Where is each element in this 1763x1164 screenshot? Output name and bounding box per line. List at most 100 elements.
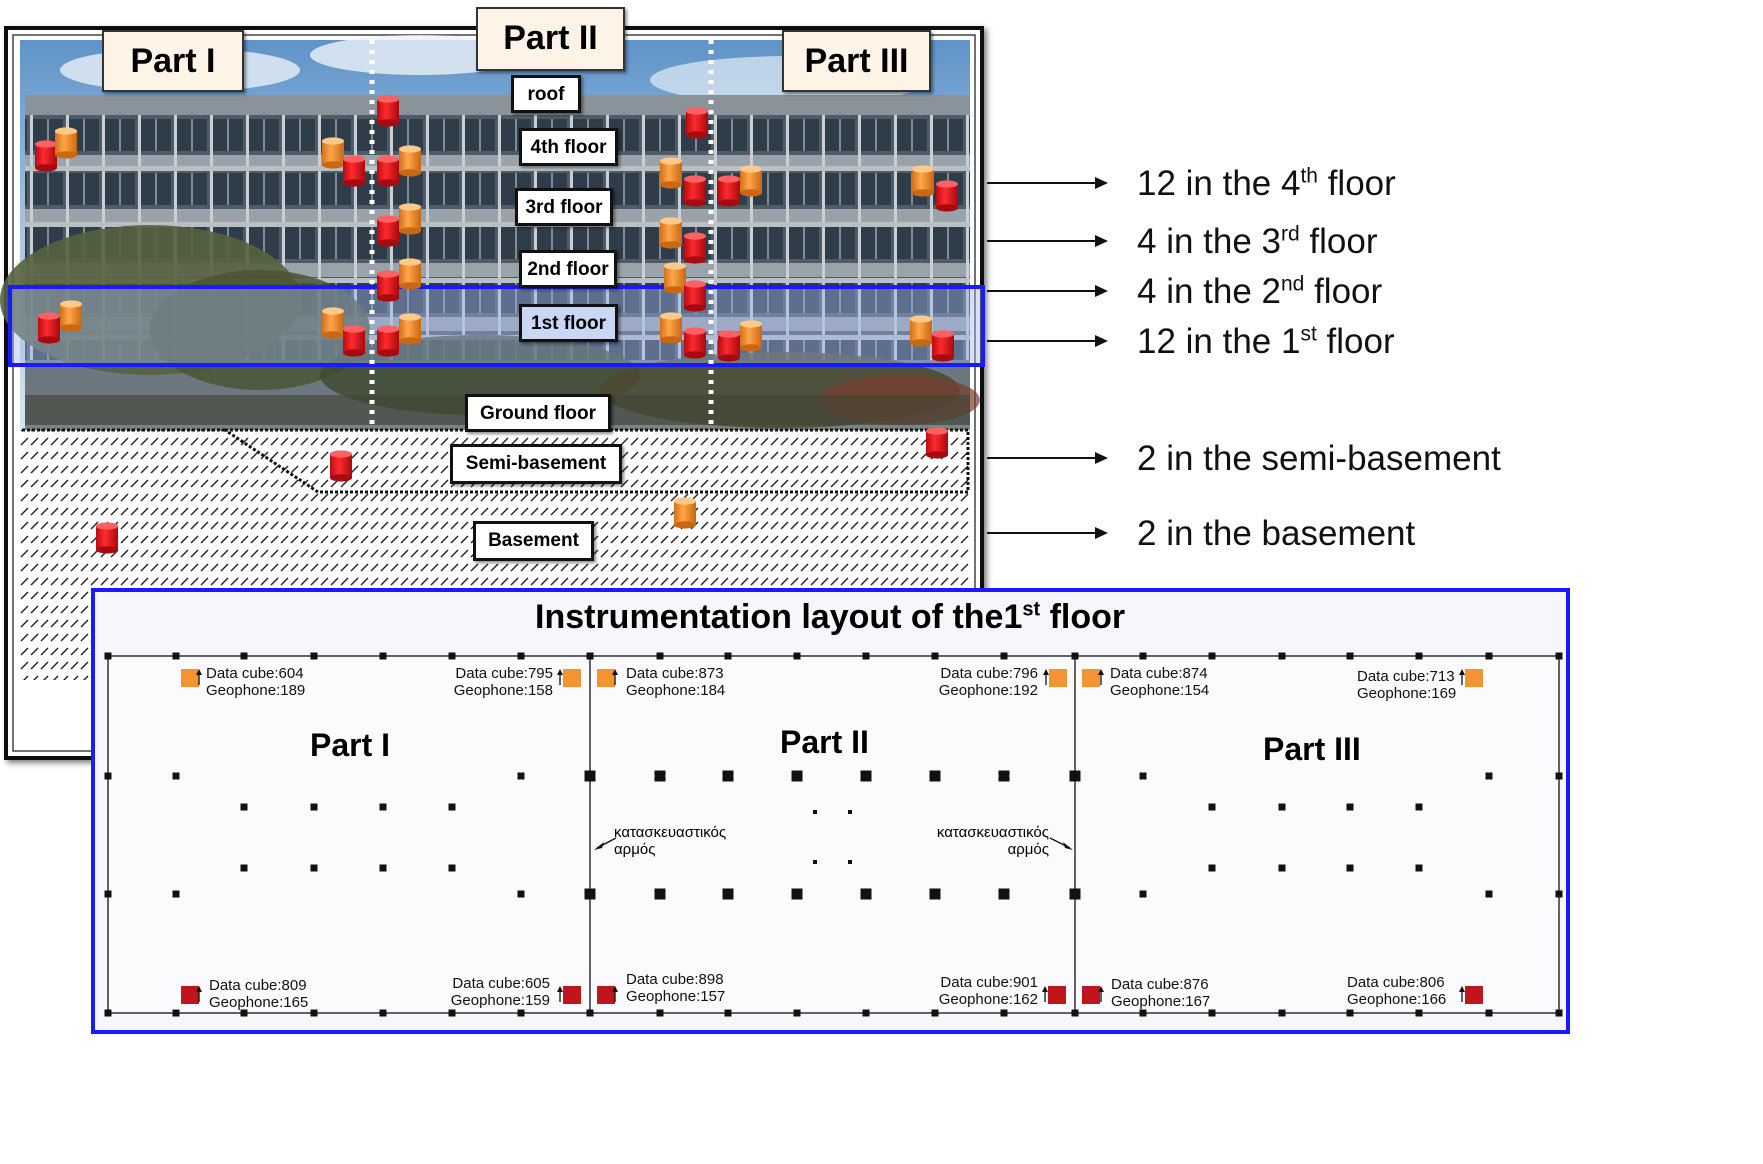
column xyxy=(310,803,318,811)
column xyxy=(1415,803,1423,811)
sensor-arrow-head xyxy=(612,986,618,992)
column xyxy=(310,864,318,872)
column xyxy=(1485,1009,1493,1017)
column xyxy=(1071,1009,1079,1017)
sensor-arrow-head xyxy=(1098,669,1104,675)
column xyxy=(584,888,596,900)
annotation-semi-basement: 2 in the semi-basement xyxy=(1137,439,1501,478)
sensor-marker xyxy=(1082,669,1100,687)
column xyxy=(104,1009,112,1017)
column xyxy=(813,810,817,814)
plan-part-ii: Part II xyxy=(780,724,869,760)
column xyxy=(584,770,596,782)
column xyxy=(240,864,248,872)
column xyxy=(722,888,734,900)
column xyxy=(862,652,870,660)
sensor-marker xyxy=(597,986,615,1004)
annotation-4th-floor: 12 in the 4th floor xyxy=(1137,164,1396,203)
column xyxy=(860,888,872,900)
column xyxy=(1278,1009,1286,1017)
plan-part-i: Part I xyxy=(310,727,391,763)
column xyxy=(1208,652,1216,660)
column xyxy=(656,1009,664,1017)
column xyxy=(656,652,664,660)
column xyxy=(517,772,525,780)
column xyxy=(654,770,666,782)
column xyxy=(104,772,112,780)
column xyxy=(379,864,387,872)
trees xyxy=(0,225,980,430)
column xyxy=(998,770,1010,782)
floor-label-ground: Ground floor xyxy=(465,394,611,432)
column xyxy=(791,888,803,900)
plan-outline xyxy=(107,655,1560,1014)
floor-label-basement: Basement xyxy=(473,521,594,561)
sensor-arrow-head xyxy=(1098,986,1104,992)
column xyxy=(172,772,180,780)
column xyxy=(1346,1009,1354,1017)
column xyxy=(379,803,387,811)
column xyxy=(517,652,525,660)
sensor-marker xyxy=(563,669,581,687)
sensor-marker xyxy=(1048,986,1066,1004)
sensor-arrow-head xyxy=(1459,669,1465,675)
sensor-arrow-head xyxy=(1043,669,1049,675)
sensor-arrow-head xyxy=(557,986,563,992)
semi-basement-outline xyxy=(224,428,970,494)
column xyxy=(791,770,803,782)
column xyxy=(379,652,387,660)
column xyxy=(654,888,666,900)
column xyxy=(1208,864,1216,872)
column xyxy=(848,810,852,814)
column xyxy=(240,1009,248,1017)
column xyxy=(310,652,318,660)
sensor-marker xyxy=(1082,986,1100,1004)
plan-title: Instrumentation layout of the1st floor xyxy=(535,598,1126,636)
column xyxy=(1139,1009,1147,1017)
column xyxy=(448,864,456,872)
column xyxy=(1485,652,1493,660)
column xyxy=(793,652,801,660)
column xyxy=(929,888,941,900)
column xyxy=(240,803,248,811)
column xyxy=(1555,772,1563,780)
column xyxy=(448,652,456,660)
sensor-marker xyxy=(1049,669,1067,687)
annotation-1st-floor: 12 in the 1st floor xyxy=(1137,322,1395,361)
column xyxy=(1555,652,1563,660)
sensor-marker xyxy=(597,669,615,687)
column xyxy=(172,1009,180,1017)
column xyxy=(1278,864,1286,872)
sensor-marker xyxy=(563,986,581,1004)
column xyxy=(172,890,180,898)
sensor-arrow-head xyxy=(196,986,202,992)
column xyxy=(517,890,525,898)
column xyxy=(448,803,456,811)
floor-label-1st: 1st floor xyxy=(519,304,618,342)
joint-label-left: κατασκευαστικός αρμός xyxy=(614,824,727,858)
column xyxy=(379,1009,387,1017)
column xyxy=(1069,770,1081,782)
column xyxy=(1415,652,1423,660)
column xyxy=(1069,888,1081,900)
sensor-marker xyxy=(1465,669,1483,687)
column xyxy=(1139,890,1147,898)
sensor-marker xyxy=(1465,986,1483,1004)
column xyxy=(586,652,594,660)
column xyxy=(104,652,112,660)
column xyxy=(724,1009,732,1017)
part-i-label: Part I xyxy=(102,30,244,92)
floor-label-2nd: 2nd floor xyxy=(519,250,617,288)
column xyxy=(1139,652,1147,660)
column xyxy=(1415,1009,1423,1017)
floor-label-roof: roof xyxy=(511,75,581,113)
